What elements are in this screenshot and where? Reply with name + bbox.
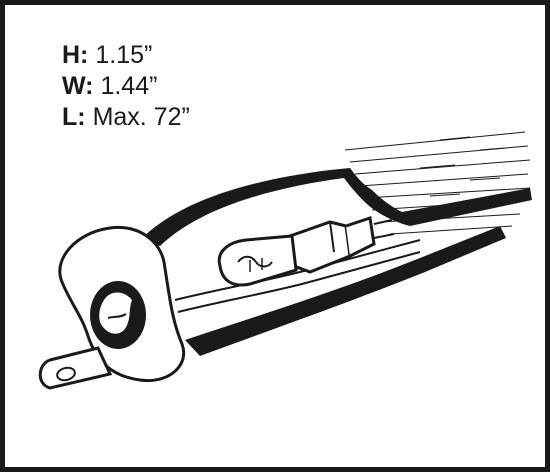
spec-length: L: Max. 72”: [62, 102, 190, 133]
end-cap: [58, 225, 186, 383]
spec-height: H: 1.15”: [62, 40, 190, 71]
bulb-icon: [217, 234, 298, 287]
spec-width-key: W:: [62, 72, 94, 100]
spec-width: W: 1.44”: [62, 71, 190, 102]
spec-length-value: Max. 72”: [92, 103, 190, 131]
bulb-socket: [288, 216, 395, 274]
spec-width-value: 1.44”: [100, 72, 158, 100]
spec-length-key: L:: [62, 103, 86, 131]
spec-height-key: H:: [62, 41, 89, 69]
spec-height-value: 1.15”: [95, 41, 153, 69]
tube-top-edge: [140, 168, 532, 246]
tube-bottom-edge: [185, 226, 506, 356]
dimension-specs: H: 1.15” W: 1.44” L: Max. 72”: [62, 40, 190, 133]
mounting-tab-icon: [38, 346, 113, 390]
